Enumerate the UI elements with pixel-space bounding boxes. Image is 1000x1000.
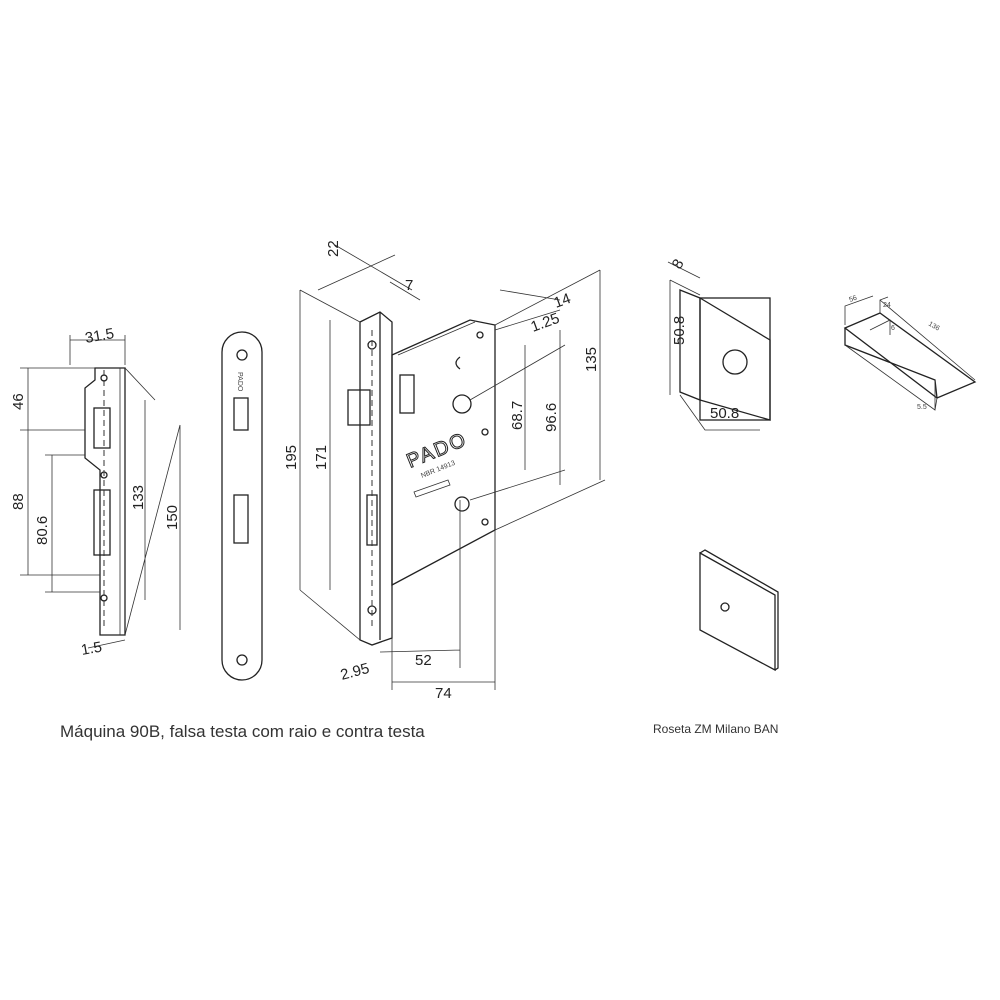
dim-52: 52 xyxy=(415,652,432,669)
svg-text:PADO: PADO xyxy=(236,372,243,392)
dim-96-6: 96.6 xyxy=(543,403,560,432)
dim-150: 150 xyxy=(164,505,181,530)
dim-195: 195 xyxy=(283,445,300,470)
dim-24: 24 xyxy=(883,302,891,309)
dim-8: 8 xyxy=(669,256,688,272)
dim-50-8-width: 50.8 xyxy=(710,405,739,422)
dim-171: 171 xyxy=(313,445,330,470)
dim-31-5: 31.5 xyxy=(84,325,116,347)
dim-80-6: 80.6 xyxy=(34,516,51,545)
dim-50-8-height: 50.8 xyxy=(671,316,688,345)
handle: 56 24 6 136 5.5 xyxy=(843,295,977,411)
radius-faceplate: PADO xyxy=(221,331,263,681)
dim-14: 14 xyxy=(552,290,573,312)
lock-body: PADO NBR 14913 22 7 14 1.25 195 171 68.7… xyxy=(283,240,606,702)
dim-68-7: 68.7 xyxy=(509,401,526,430)
caption-rosette: Roseta ZM Milano BAN xyxy=(653,722,779,736)
rosette-front xyxy=(699,549,779,672)
strike-plate: 31.5 46 88 80.6 133 150 1.5 xyxy=(10,325,181,659)
dim-133: 133 xyxy=(130,485,147,510)
rosette-top: 8 50.8 50.8 xyxy=(667,256,771,431)
dim-56: 56 xyxy=(848,295,858,304)
dim-7: 7 xyxy=(405,277,413,294)
dim-46: 46 xyxy=(10,393,27,410)
dim-136: 136 xyxy=(927,321,941,333)
dim-1-5: 1.5 xyxy=(80,639,103,659)
caption-lock-set: Máquina 90B, falsa testa com raio e cont… xyxy=(60,722,425,741)
dim-74: 74 xyxy=(435,685,452,702)
dim-6: 6 xyxy=(891,325,895,332)
dim-1-25: 1.25 xyxy=(529,310,562,336)
dim-88: 88 xyxy=(10,493,27,510)
dim-22: 22 xyxy=(325,240,342,257)
dim-135: 135 xyxy=(583,347,600,372)
dim-2-95: 2.95 xyxy=(339,660,372,684)
dim-5-5: 5.5 xyxy=(917,404,927,411)
